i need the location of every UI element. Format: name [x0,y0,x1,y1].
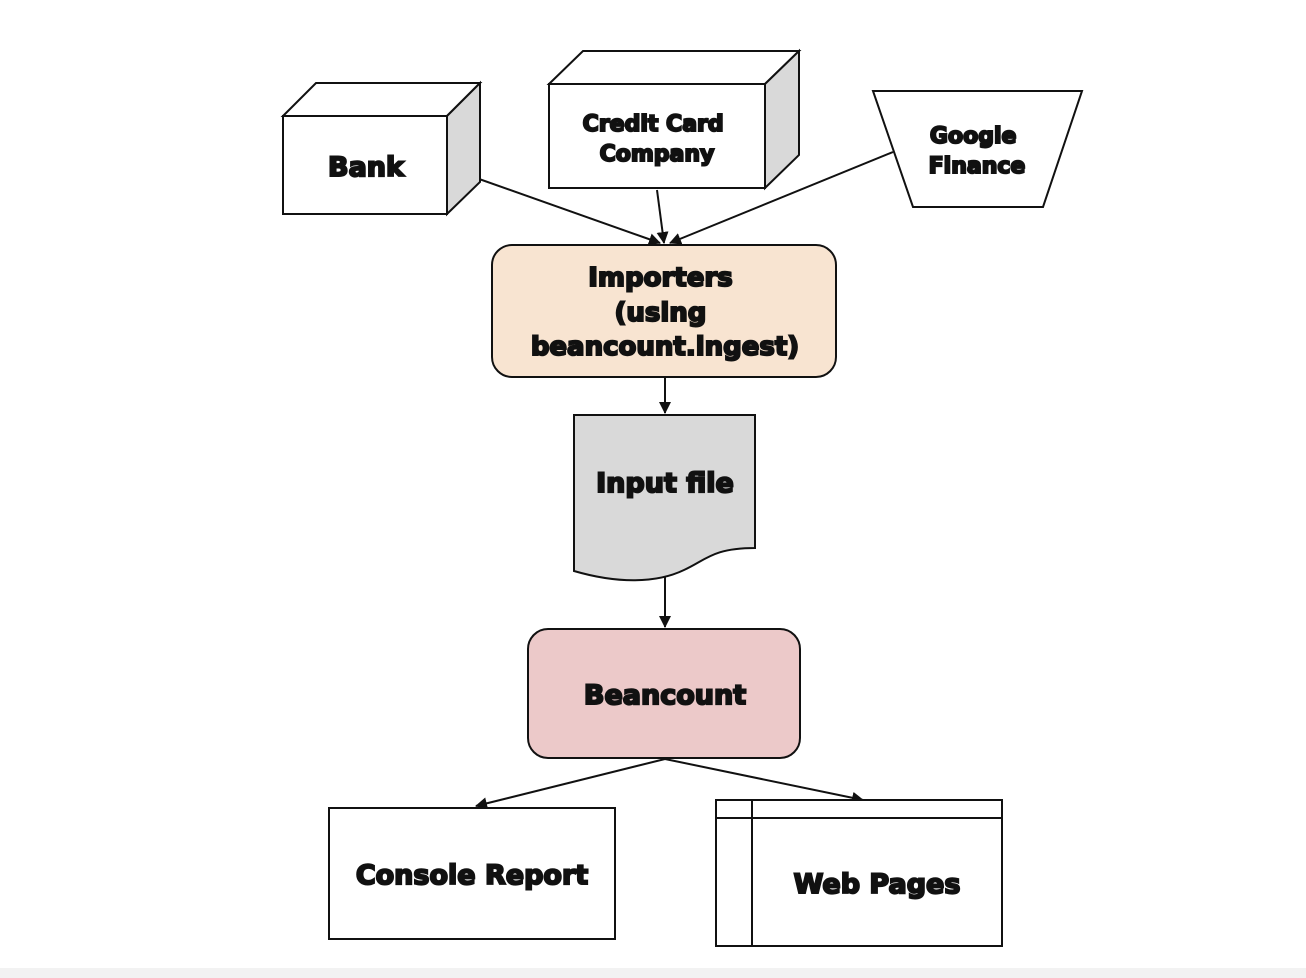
google-finance-label: Google Finance [929,124,1026,179]
console-report-box [328,807,616,940]
node-bank: Bank [280,80,483,217]
web-pages-label: Web Pages [794,869,961,900]
node-importers: Importers (using beancount.ingest) [491,244,837,378]
beancount-label: Beancount [584,680,746,711]
edges [447,151,894,810]
web-pages-box [715,799,1003,947]
edge-beancount-to-console-report [475,758,666,810]
console-report-label: Console Report [356,860,588,891]
importers-label: Importers (using beancount.ingest) [531,263,799,362]
edge-google-finance-to-importers [669,151,894,245]
edge-credit-card-to-importers [656,189,669,244]
importers-box [491,244,837,378]
edge-bank-to-importers [447,167,661,245]
node-input-file: Input file [573,414,756,582]
node-credit-card-company: Credit Card Company [546,48,802,191]
node-google-finance: Google Finance [871,90,1084,208]
input-file-label: Input file [596,468,734,499]
bottom-edge-strip [0,968,1306,978]
node-web-pages: Web Pages [715,799,1003,947]
credit-card-cube-front [548,83,766,189]
credit-card-cube-top [546,50,802,85]
bank-label: Bank [328,152,405,183]
input-file-shape [573,414,756,582]
bank-cube-front [282,115,448,215]
bank-cube-top [280,82,483,117]
node-console-report: Console Report [328,807,616,940]
credit-card-label: Credit Card Company [583,112,732,167]
node-beancount: Beancount [527,628,801,759]
beancount-box [527,628,801,759]
google-finance-shape [871,90,1084,208]
edge-beancount-to-web-pages [664,758,864,804]
